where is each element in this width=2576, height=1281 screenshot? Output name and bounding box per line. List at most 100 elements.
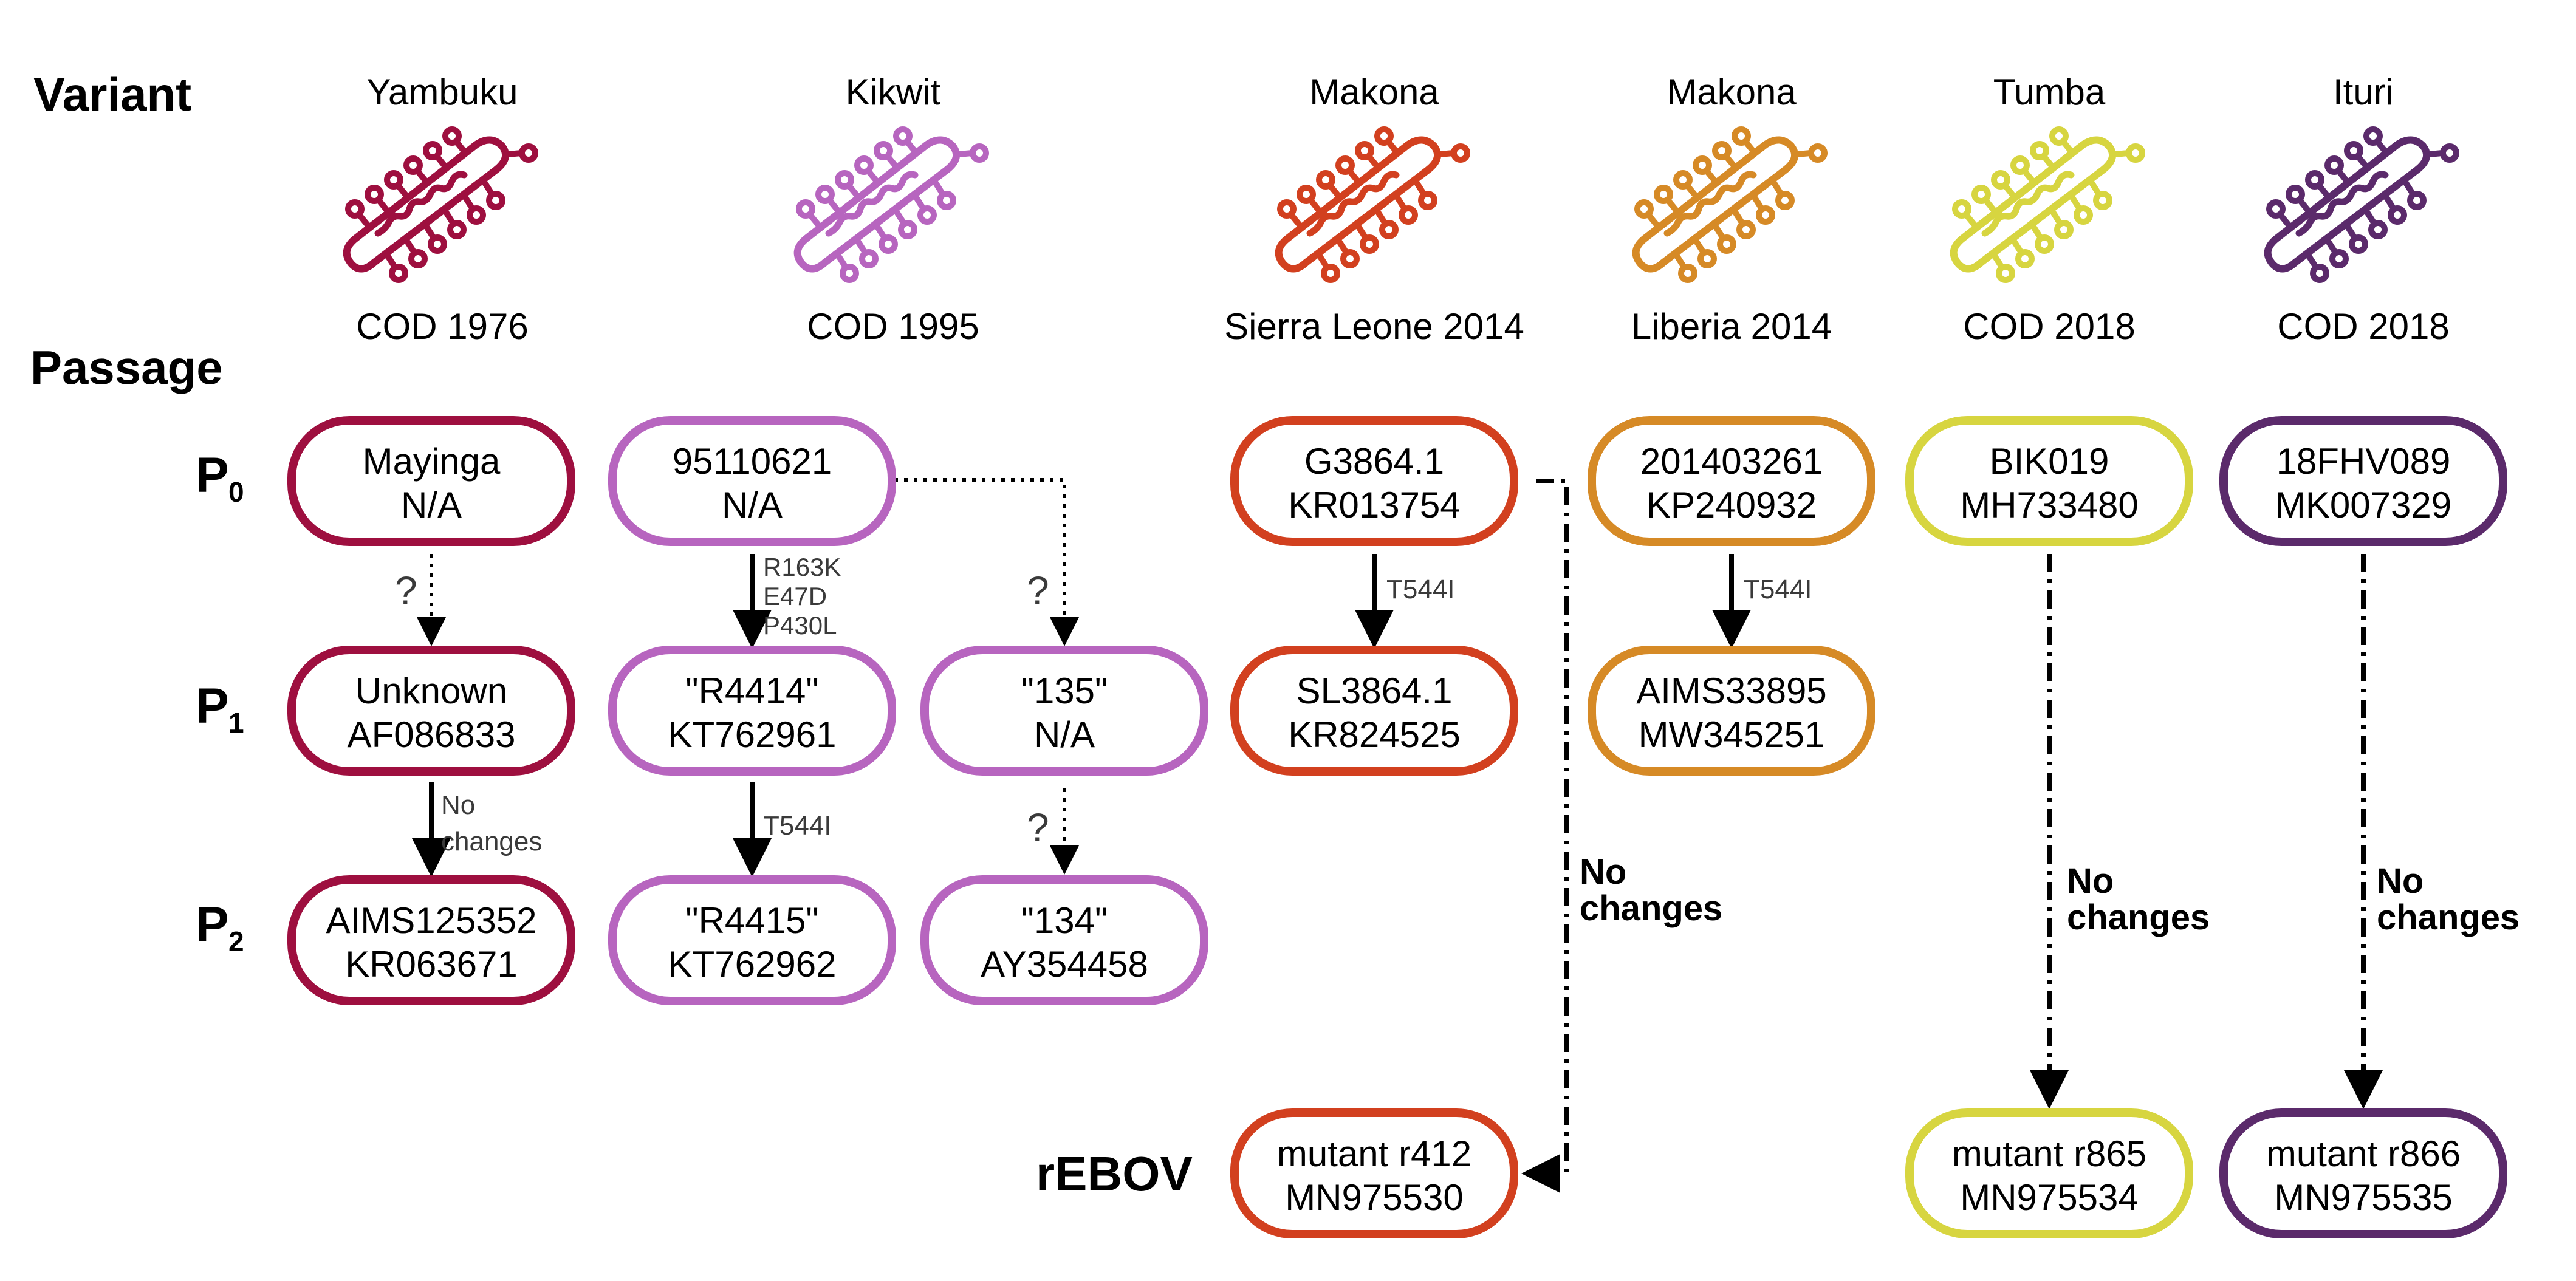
sample-id: "135" bbox=[1021, 671, 1108, 711]
p2-row-label: P 2 bbox=[196, 897, 244, 957]
variant-origin: COD 2018 bbox=[1963, 306, 2135, 347]
unknown-passage-mark-yambuku: ? bbox=[395, 568, 417, 613]
unknown-passage-mark-kikwit-p1: ? bbox=[1027, 805, 1049, 850]
accession-number: MK007329 bbox=[2275, 485, 2451, 525]
no-changes-note-yambuku: No changes bbox=[441, 790, 542, 856]
svg-text:P: P bbox=[196, 448, 229, 503]
kikwit-mutation-3: P430L bbox=[763, 611, 837, 640]
kikwit-mutation-2: E47D bbox=[763, 582, 827, 610]
accession-number: KR824525 bbox=[1288, 714, 1461, 755]
variant-name: Makona bbox=[1309, 72, 1439, 112]
sample-box-kikwit-p2a: "R4415"KT762962 bbox=[608, 875, 896, 1005]
variant-name: Tumba bbox=[1993, 72, 2106, 112]
svg-text:1: 1 bbox=[228, 707, 244, 739]
svg-text:P: P bbox=[196, 678, 229, 734]
variant-origin: COD 1976 bbox=[356, 306, 528, 347]
variant-row-label: Variant bbox=[33, 67, 191, 121]
variant-origin: Liberia 2014 bbox=[1631, 306, 1832, 347]
accession-number: MN975535 bbox=[2274, 1177, 2453, 1218]
accession-number: MN975534 bbox=[1960, 1177, 2139, 1218]
accession-number: KT762961 bbox=[668, 714, 837, 755]
sample-id: Mayinga bbox=[363, 441, 501, 482]
no-changes-note-ituri: No changes bbox=[2377, 861, 2519, 937]
sample-id: mutant r865 bbox=[1952, 1133, 2146, 1174]
rebov-row-label: rEBOV bbox=[1036, 1147, 1193, 1201]
ebola-virion-icon bbox=[1954, 129, 2142, 280]
sample-id: "134" bbox=[1021, 900, 1108, 941]
ebola-virion-icon bbox=[1279, 129, 1467, 280]
sample-box-kikwit-p1a: "R4414"KT762961 bbox=[608, 646, 896, 776]
sample-id: "R4415" bbox=[685, 900, 818, 941]
sample-id: Unknown bbox=[355, 671, 507, 711]
svg-text:0: 0 bbox=[228, 476, 244, 508]
accession-number: MW345251 bbox=[1639, 714, 1825, 755]
accession-number: KR013754 bbox=[1288, 485, 1461, 525]
sample-boxes: MayingaN/AUnknownAF086833AIMS125352KR063… bbox=[287, 416, 2507, 1238]
ebola-virion-icon bbox=[1636, 129, 1824, 280]
svg-text:P: P bbox=[196, 897, 229, 952]
sample-id: 18FHV089 bbox=[2276, 441, 2451, 482]
accession-number: N/A bbox=[1034, 714, 1095, 755]
t544i-note-makona-sl: T544I bbox=[1386, 575, 1455, 604]
p1-row-label: P 1 bbox=[196, 678, 244, 739]
variant-name: Makona bbox=[1667, 72, 1797, 112]
accession-number: KP240932 bbox=[1646, 485, 1817, 525]
t544i-note-makona-lib: T544I bbox=[1744, 575, 1812, 604]
unknown-passage-mark-kikwit-p0: ? bbox=[1027, 568, 1049, 613]
sample-id: 201403261 bbox=[1640, 441, 1823, 482]
no-changes-note-makona: No changes bbox=[1580, 852, 1722, 928]
variant-name: Yambuku bbox=[366, 72, 518, 112]
svg-text:2: 2 bbox=[228, 926, 244, 957]
accession-number: N/A bbox=[722, 485, 783, 525]
accession-number: KR063671 bbox=[345, 944, 518, 985]
ebola-virion-icon bbox=[2268, 129, 2456, 280]
ebola-virion-icon bbox=[798, 129, 986, 280]
p0-row-label: P 0 bbox=[196, 448, 244, 508]
connector-annotations: ? No changes R163K E47D P430L ? T544I ? … bbox=[395, 553, 2519, 937]
passage-row-label: Passage bbox=[30, 341, 223, 394]
accession-number: AY354458 bbox=[981, 944, 1148, 985]
sample-id: G3864.1 bbox=[1304, 441, 1444, 482]
accession-number: AF086833 bbox=[348, 714, 516, 755]
arrow-makona-sl-p0-rebov bbox=[1521, 479, 1569, 1193]
connectors bbox=[412, 478, 2383, 1193]
variant-origin: COD 1995 bbox=[807, 306, 979, 347]
sample-id: BIK019 bbox=[1990, 441, 2109, 482]
variant-origin: Sierra Leone 2014 bbox=[1224, 306, 1524, 347]
sample-id: SL3864.1 bbox=[1297, 671, 1453, 711]
accession-number: KT762962 bbox=[668, 944, 837, 985]
sample-id: AIMS125352 bbox=[326, 900, 537, 941]
no-changes-note-tumba: No changes bbox=[2067, 861, 2210, 937]
kikwit-mutation-1: R163K bbox=[763, 553, 841, 581]
arrow-kikwit-p0-p1b bbox=[894, 478, 1079, 646]
accession-number: MN975530 bbox=[1285, 1177, 1464, 1218]
sample-box-kikwit-p1b: "135"N/A bbox=[920, 646, 1208, 776]
t544i-note-kikwit: T544I bbox=[763, 811, 832, 841]
accession-number: MH733480 bbox=[1960, 485, 2139, 525]
sample-id: 95110621 bbox=[673, 441, 832, 482]
accession-number: N/A bbox=[401, 485, 462, 525]
variant-name: Ituri bbox=[2333, 72, 2394, 112]
sample-id: "R4414" bbox=[685, 671, 818, 711]
